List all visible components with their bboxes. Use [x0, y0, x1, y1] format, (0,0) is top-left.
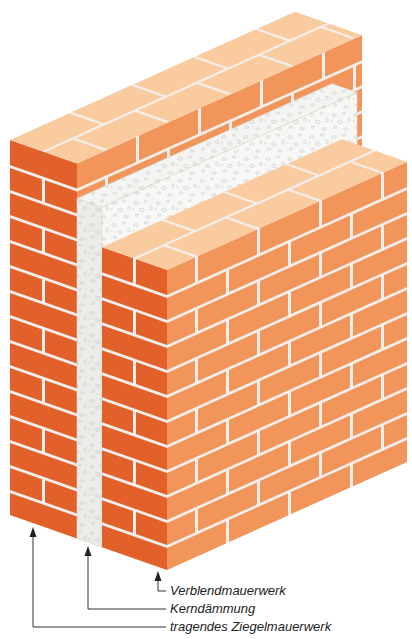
insulation-texture [77, 199, 102, 548]
part-label: tragendes Ziegelmauerwerk [168, 619, 333, 635]
part-label: Verblendmauerwerk [168, 583, 288, 599]
wall-drawing [10, 12, 407, 570]
arrowhead [155, 571, 162, 581]
brick [200, 56, 291, 94]
leader-line [88, 555, 166, 609]
leader-lines [33, 536, 166, 627]
mortar-face [10, 140, 77, 539]
brick [291, 163, 381, 200]
brick [324, 24, 362, 38]
leader-line [33, 536, 166, 627]
brick [356, 63, 362, 88]
brick [167, 219, 257, 256]
arrowheads [30, 527, 162, 581]
brick [138, 84, 229, 122]
brick [353, 151, 407, 172]
brick [229, 191, 319, 228]
brick [262, 28, 353, 66]
brick [76, 112, 167, 150]
part-label: Kerndämmung [168, 601, 257, 617]
arrowhead [85, 546, 92, 556]
arrowhead [30, 527, 37, 537]
leader-line [158, 580, 166, 591]
insulation-face [77, 199, 102, 548]
mortar-face [102, 247, 167, 570]
